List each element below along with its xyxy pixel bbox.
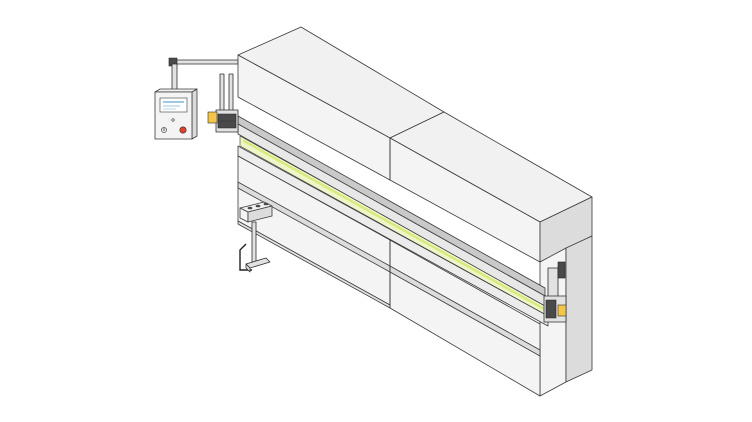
upper-housing-right [389,111,593,263]
foot-switch-icon [239,201,273,273]
left-clamp [207,109,239,133]
left-indicator-light [207,111,218,124]
panel-screen [159,97,188,113]
control-panel-icon [154,88,198,140]
right-clamp [543,261,567,323]
seal-bar-channel [237,115,549,327]
stop-button-icon [179,126,187,134]
right-end-column [539,235,593,397]
right-indicator-light [557,304,567,317]
